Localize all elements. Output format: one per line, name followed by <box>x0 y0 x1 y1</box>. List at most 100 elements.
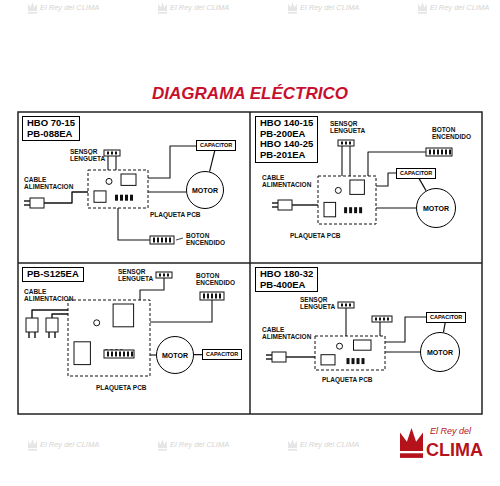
connector-pin <box>161 238 163 243</box>
connector-pin <box>211 294 213 299</box>
connector-pin <box>131 352 133 357</box>
diagram-title: DIAGRAMA ELÉCTRICO <box>152 84 348 104</box>
connector-pin <box>153 238 155 243</box>
part-label: SENSOR LENGÜETA <box>118 268 153 283</box>
part-label: SENSOR LENGÜETA <box>300 296 335 311</box>
connector-pin <box>167 274 169 277</box>
connector-pin <box>341 142 343 145</box>
model-number: HBO 140-15 <box>260 118 313 129</box>
connector-pin <box>375 318 377 321</box>
wire <box>376 173 396 186</box>
crown-icon <box>288 439 297 448</box>
connector-block <box>338 140 354 146</box>
part-name: MOTOR <box>427 349 453 356</box>
connector-pin <box>433 150 435 155</box>
motor-circle: MOTOR <box>420 332 460 372</box>
wire <box>376 207 416 208</box>
connector-block <box>338 302 354 308</box>
connector-block <box>104 150 120 156</box>
wire <box>266 358 272 359</box>
wire <box>266 354 272 355</box>
wire-connector <box>419 179 426 191</box>
part-label: SENSOR LENGÜETA <box>70 148 105 163</box>
transformer-symbol <box>94 191 106 202</box>
model-box: HBO 140-15PB-200EAHBO 140-25PB-201EA <box>255 116 318 163</box>
connector-pin <box>165 238 167 243</box>
watermark: El Rey del CLIMA <box>170 441 229 449</box>
wire <box>286 356 315 357</box>
part-label: PLAQUETA PCB <box>322 376 373 383</box>
relay-symbol <box>121 174 136 185</box>
crown-icon <box>400 428 423 451</box>
wire <box>385 317 426 342</box>
wire <box>48 332 49 338</box>
wire <box>107 156 108 170</box>
capacitor-box: CAPACITOR <box>196 140 236 151</box>
component <box>349 207 352 213</box>
wire <box>345 308 346 336</box>
model-box: PB-S125EA <box>22 267 84 282</box>
connector-pin <box>379 318 381 321</box>
wire <box>272 206 278 207</box>
connector-block <box>104 350 134 358</box>
crown-icon <box>288 2 297 11</box>
pcb-board <box>88 170 148 208</box>
crown-base <box>158 12 167 14</box>
connector-pin <box>115 352 117 357</box>
crown-base <box>400 453 423 458</box>
connector-pin <box>111 352 113 357</box>
capacitor-box: CAPACITOR <box>202 349 242 360</box>
watermark: El Rey del CLIMA <box>430 4 489 12</box>
part-name: CAPACITOR <box>430 314 462 321</box>
wire <box>28 332 29 338</box>
connector-pin <box>207 294 209 299</box>
part-label: PLAQUETA PCB <box>290 232 341 239</box>
connector-pin <box>445 150 447 155</box>
component <box>357 358 360 364</box>
model-box: HBO 180-32PB-400EA <box>255 267 318 292</box>
pcb-board <box>68 300 150 376</box>
connector-pin <box>349 304 351 307</box>
part-label: SENSOR LENGÜETA <box>330 120 365 135</box>
pcb-board <box>315 336 385 370</box>
connector-pin <box>387 318 389 321</box>
wire <box>44 192 88 203</box>
connector-pin <box>123 352 125 357</box>
motor-circle: MOTOR <box>156 336 194 374</box>
connector-pin <box>127 352 129 357</box>
crown-base <box>288 12 297 14</box>
component <box>354 207 357 213</box>
connector-block <box>150 236 174 244</box>
wire <box>115 156 116 170</box>
crown-base <box>28 449 37 451</box>
wire <box>32 310 68 318</box>
plug-body <box>278 200 292 210</box>
crown-base <box>158 449 167 451</box>
connector-pin <box>429 150 431 155</box>
part-label: BOTON ENCENDIDO <box>196 272 235 287</box>
watermark: El Rey del CLIMA <box>300 4 359 12</box>
model-number: PB-200EA <box>260 129 313 140</box>
connector-pin <box>163 274 165 277</box>
component <box>362 358 365 364</box>
model-number: PB-400EA <box>260 280 313 291</box>
crown-base <box>28 12 37 14</box>
crown-base <box>288 449 297 451</box>
plug-body <box>30 198 44 208</box>
wire <box>341 146 342 176</box>
component <box>120 195 123 201</box>
motor-circle: MOTOR <box>416 188 456 228</box>
wire <box>148 146 196 178</box>
component <box>347 358 350 364</box>
connector-pin <box>345 304 347 307</box>
part-label: CABLE ALIMENTACION <box>24 176 73 191</box>
wire <box>148 191 186 192</box>
connector-pin <box>219 294 221 299</box>
wire <box>24 204 30 205</box>
watermark: El Rey del CLIMA <box>170 4 229 12</box>
wire-connector <box>443 323 445 333</box>
connector-pin <box>107 352 109 357</box>
connector-block <box>426 148 452 156</box>
crown-base <box>418 12 427 14</box>
plug-body <box>272 352 286 362</box>
